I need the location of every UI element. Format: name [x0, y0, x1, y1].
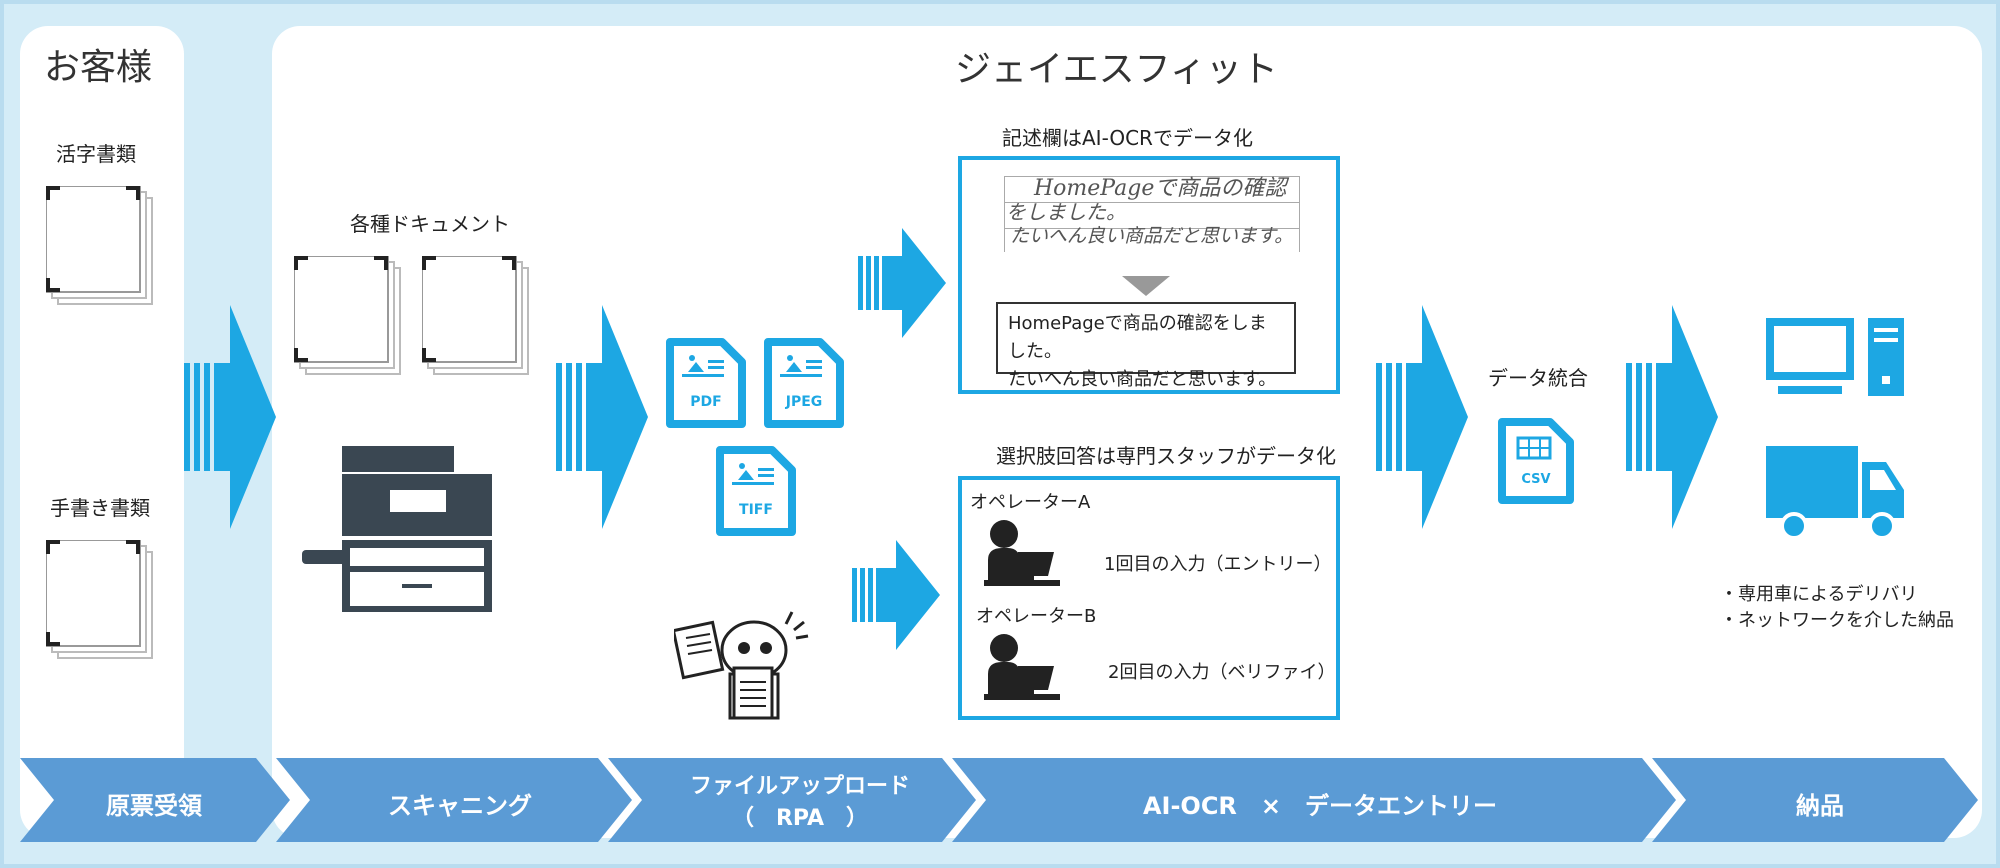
stage-label-delivery: 納品: [1796, 792, 1844, 820]
triangle-down-icon: [1122, 276, 1170, 296]
computer-icon: [1766, 318, 1904, 396]
operator-b-label: オペレーターB: [976, 606, 1097, 627]
jpeg-file-icon: JPEG: [762, 336, 846, 434]
flow-arrow-3: [1376, 305, 1468, 529]
customer-title: お客様: [44, 47, 153, 88]
stage-chevron-2: [276, 758, 632, 842]
ocr-result-line-2: たいへん良い商品だと思います。: [1008, 369, 1277, 390]
operator-a-label: オペレーターA: [970, 492, 1091, 513]
stage-label-upload-sub: （ RPA ）: [731, 806, 869, 831]
ocr-result-line-1: HomePageで商品の確認をしました。: [1008, 313, 1267, 362]
flow-arrow-to-ocr: [858, 228, 946, 338]
integration-label: データ統合: [1488, 366, 1588, 390]
flow-arrow-2: [556, 305, 648, 529]
stage-chevron-1: [20, 758, 290, 842]
entry-caption: 選択肢回答は専門スタッフがデータ化: [996, 444, 1336, 468]
stage-chevron-4: [952, 758, 1676, 842]
scanner-icon: [302, 446, 492, 612]
handwritten-line-2: をしました。: [1006, 200, 1126, 224]
company-title: ジェイエスフィット: [955, 49, 1278, 90]
csv-label: CSV: [1521, 472, 1551, 487]
typed-docs-label: 活字書類: [56, 142, 136, 166]
handwritten-docs-label: 手書き書類: [50, 496, 150, 520]
handwritten-line-1: HomePageで商品の確認: [1034, 176, 1287, 201]
documents-label: 各種ドキュメント: [350, 212, 510, 236]
handwriting-area: [1004, 176, 1300, 252]
rpa-robot-icon: [674, 611, 809, 720]
flow-arrow-to-entry: [852, 540, 940, 650]
operator-b-icon: [984, 634, 1060, 700]
flow-arrow-1: [184, 305, 276, 529]
typed-documents-icon: [46, 186, 153, 305]
stage-chevron-5: [1652, 758, 1978, 842]
customer-panel: [20, 26, 184, 838]
document-icon-2: [422, 256, 529, 375]
flow-arrow-4: [1626, 305, 1718, 529]
stage-label-upload: ファイルアップロード: [689, 774, 910, 799]
document-icon-1: [294, 256, 401, 375]
handwritten-line-3: たいへん良い商品だと思います。: [1010, 225, 1294, 247]
pdf-label: PDF: [690, 394, 722, 410]
pdf-file-icon: PDF: [664, 336, 748, 434]
stage-label-ocr-entry: AI-OCR × データエントリー: [1142, 792, 1498, 820]
delivery-truck-icon: [1766, 446, 1904, 540]
operator-a-icon: [984, 520, 1060, 586]
delivery-note-2: ・ネットワークを介した納品: [1720, 610, 1954, 631]
tiff-file-icon: TIFF: [714, 444, 798, 542]
stage-chevron-3: [608, 758, 976, 842]
ocr-caption: 記述欄はAI-OCRでデータ化: [1002, 126, 1253, 150]
csv-file-icon: CSV: [1496, 416, 1576, 510]
second-input-label: 2回目の入力（ベリファイ）: [1108, 662, 1336, 683]
ocr-result-box: HomePageで商品の確認をしました。 たいへん良い商品だと思います。: [996, 302, 1296, 390]
handwritten-documents-icon: [46, 540, 153, 659]
delivery-note-1: ・専用車によるデリバリ: [1720, 584, 1918, 605]
stage-label-receipt: 原票受領: [106, 792, 202, 820]
tiff-label: TIFF: [739, 502, 773, 518]
stage-label-scanning: スキャニング: [388, 792, 532, 820]
first-input-label: 1回目の入力（エントリー）: [1104, 554, 1332, 575]
jpeg-label: JPEG: [785, 394, 823, 410]
